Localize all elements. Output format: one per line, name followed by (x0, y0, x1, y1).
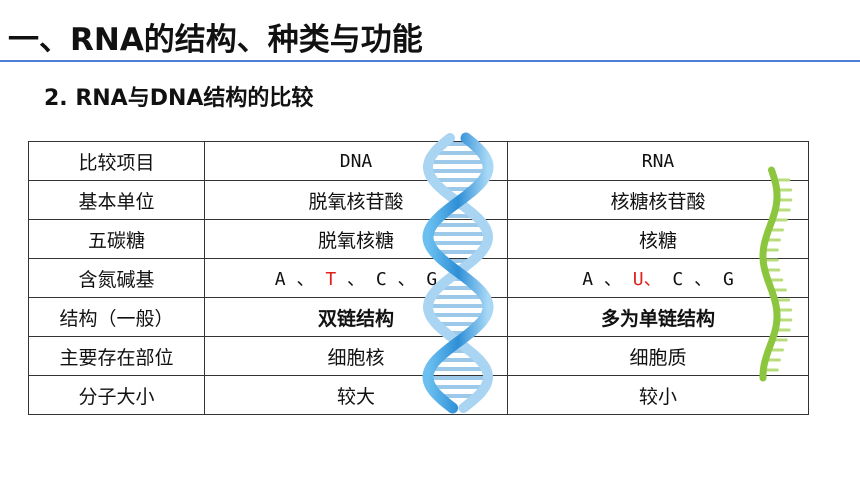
base-t-highlight: T (325, 269, 337, 290)
base-a: A (582, 269, 594, 290)
row-item: 结构（一般） (28, 297, 205, 337)
base-c: C (375, 269, 387, 290)
base-g: G (426, 269, 438, 290)
rna-single-strand-icon (759, 166, 793, 382)
header-item: 比较项目 (28, 141, 205, 181)
base-c: C (672, 269, 684, 290)
row-item: 主要存在部位 (28, 336, 205, 376)
row-item: 分子大小 (28, 375, 205, 415)
base-sep-red: 、 (643, 269, 662, 290)
row-dna: 脱氧核苷酸 (204, 180, 508, 220)
header-dna-text: DNA (339, 151, 373, 172)
row-item: 基本单位 (28, 180, 205, 220)
title-underline (0, 60, 860, 62)
table-row: 基本单位 脱氧核苷酸 核糖核苷酸 (28, 180, 809, 220)
row-rna: 较小 (507, 375, 809, 415)
row-rna: 核糖核苷酸 (507, 180, 809, 220)
comparison-table: 比较项目 DNA RNA 基本单位 脱氧核苷酸 核糖核苷酸 五碳糖 脱氧核糖 核… (28, 141, 809, 415)
base-sep: 、 (347, 269, 365, 290)
dna-double-helix-icon (422, 132, 494, 414)
base-u-highlight: U (632, 269, 644, 290)
slide-subtitle: 2. RNA与DNA结构的比较 (44, 86, 314, 111)
row-rna: 核糖 (507, 219, 809, 259)
base-g: G (722, 269, 734, 290)
row-rna-bases: A 、 U、 C 、 G (507, 258, 809, 298)
row-rna: 多为单链结构 (507, 297, 809, 337)
row-item: 五碳糖 (28, 219, 205, 259)
base-sep: 、 (694, 269, 713, 290)
base-sep: 、 (397, 269, 416, 290)
slide-title: 一、RNA的结构、种类与功能 (8, 22, 423, 58)
base-sep: 、 (603, 269, 622, 290)
base-a: A (274, 269, 286, 290)
header-rna-text: RNA (641, 151, 675, 172)
row-item: 含氮碱基 (28, 258, 205, 298)
table-row: 分子大小 较大 较小 (28, 375, 809, 415)
base-sep: 、 (296, 269, 315, 290)
table-row-structure: 结构（一般） 双链结构 多为单链结构 (28, 297, 809, 337)
table-row: 五碳糖 脱氧核糖 核糖 (28, 219, 809, 259)
